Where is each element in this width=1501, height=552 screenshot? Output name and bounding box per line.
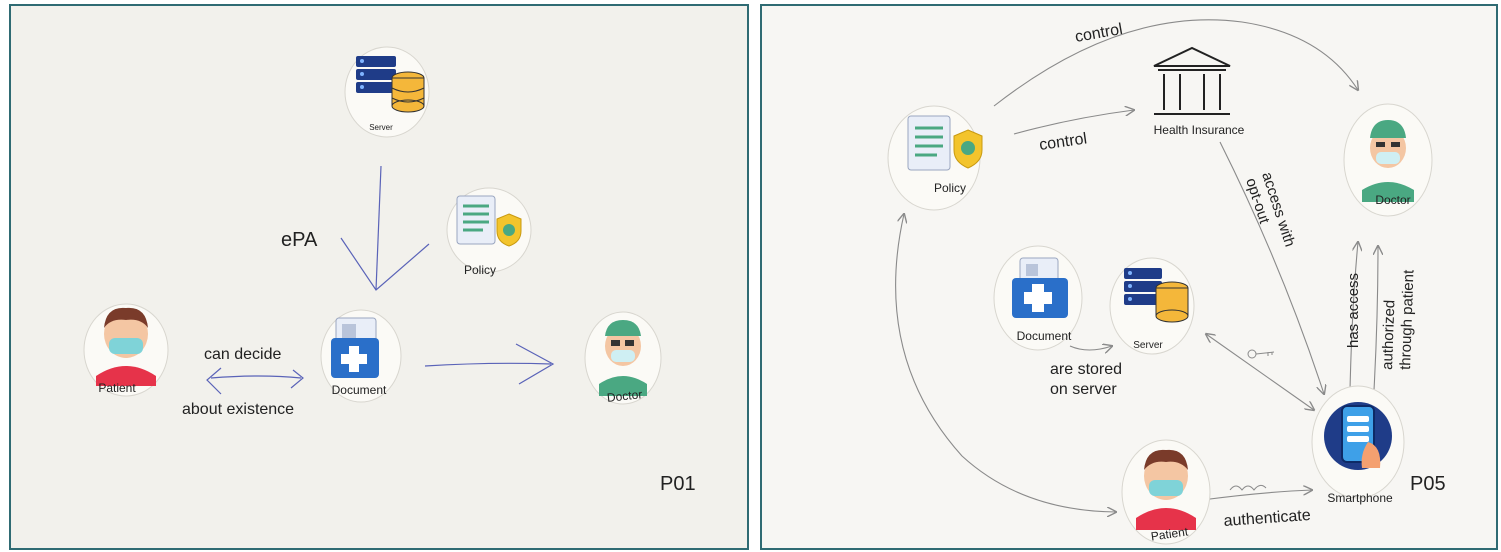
epa-arrow	[340, 165, 430, 291]
policy-to-doctor-control-arrow	[993, 19, 1358, 107]
server-sticker: Server	[344, 46, 430, 138]
participant-id: P05	[1410, 473, 1446, 495]
patient-icon	[1136, 449, 1196, 530]
authenticate-label: authenticate	[1223, 507, 1311, 530]
document-to-doctor-arrow	[424, 343, 555, 385]
health-insurance-sticker: Health Insurance	[1153, 46, 1245, 137]
server-icon	[1124, 268, 1189, 323]
sketch-p01-canvas: Server Policy P	[11, 6, 747, 548]
patient-label: Patient	[98, 381, 136, 395]
patient-sticker: Patient	[83, 303, 169, 397]
document-icon	[331, 317, 379, 378]
policy-icon	[907, 115, 983, 171]
policy-label: Policy	[934, 181, 966, 195]
about-existence-label: about existence	[182, 401, 294, 418]
document-icon	[1012, 257, 1068, 318]
key-icon	[1247, 349, 1275, 359]
can-decide-arrow	[206, 367, 304, 395]
document-label: Document	[332, 383, 387, 397]
server-sticker: Server	[1109, 257, 1195, 355]
policy-sticker: Policy	[446, 187, 532, 277]
on-server-label: on server	[1050, 381, 1117, 398]
participant-id: P01	[660, 473, 696, 495]
health-insurance-label: Health Insurance	[1154, 123, 1245, 137]
doctor-icon	[1362, 120, 1414, 202]
policy-to-insurance-control-arrow	[1013, 110, 1134, 135]
doctor-sticker: Doctor	[1343, 103, 1433, 217]
doctor-label: Doctor	[606, 387, 643, 405]
patient-sticker: Patient	[1121, 439, 1211, 545]
patient-policy-arrow	[895, 214, 1116, 512]
sketch-p01-panel: Server Policy P	[9, 4, 749, 550]
through-patient-label: through patient	[1397, 269, 1418, 370]
document-to-server-arrow	[1069, 346, 1112, 350]
control-mid-label: control	[1038, 130, 1088, 154]
smartphone-to-doctor-has-access-arrow	[1349, 242, 1358, 391]
smartphone-icon	[1324, 402, 1392, 470]
epa-label: ePA	[281, 229, 318, 251]
has-access-label: has access	[1345, 273, 1362, 348]
policy-icon	[456, 195, 522, 247]
server-label: Server	[369, 123, 393, 132]
smartphone-label: Smartphone	[1327, 491, 1393, 505]
document-label: Document	[1017, 329, 1072, 343]
server-label: Server	[1133, 340, 1163, 351]
policy-sticker: Policy	[887, 105, 983, 211]
bank-building-icon	[1153, 46, 1231, 115]
sketch-p05-panel: Policy Health Insurance Doctor	[760, 4, 1498, 550]
doctor-icon	[599, 320, 647, 396]
smartphone-sticker: Smartphone	[1311, 385, 1405, 505]
authenticate-scribble-icon	[1229, 484, 1267, 491]
document-sticker: Document	[320, 309, 402, 403]
sketch-p05-canvas: Policy Health Insurance Doctor	[762, 6, 1496, 548]
can-decide-label: can decide	[204, 346, 281, 363]
server-icon	[356, 56, 425, 113]
are-stored-label: are stored	[1050, 361, 1122, 378]
policy-label: Policy	[464, 263, 496, 277]
patient-to-smartphone-arrow	[1201, 490, 1312, 501]
doctor-sticker: Doctor	[584, 311, 662, 405]
authorized-label: authorized	[1379, 300, 1398, 371]
server-smartphone-arrow	[1206, 334, 1314, 410]
patient-icon	[96, 307, 156, 386]
doctor-label: Doctor	[1375, 193, 1410, 207]
document-sticker: Document	[993, 245, 1083, 351]
smartphone-to-doctor-authorized-arrow	[1374, 246, 1378, 391]
patient-label: Patient	[1150, 524, 1190, 543]
